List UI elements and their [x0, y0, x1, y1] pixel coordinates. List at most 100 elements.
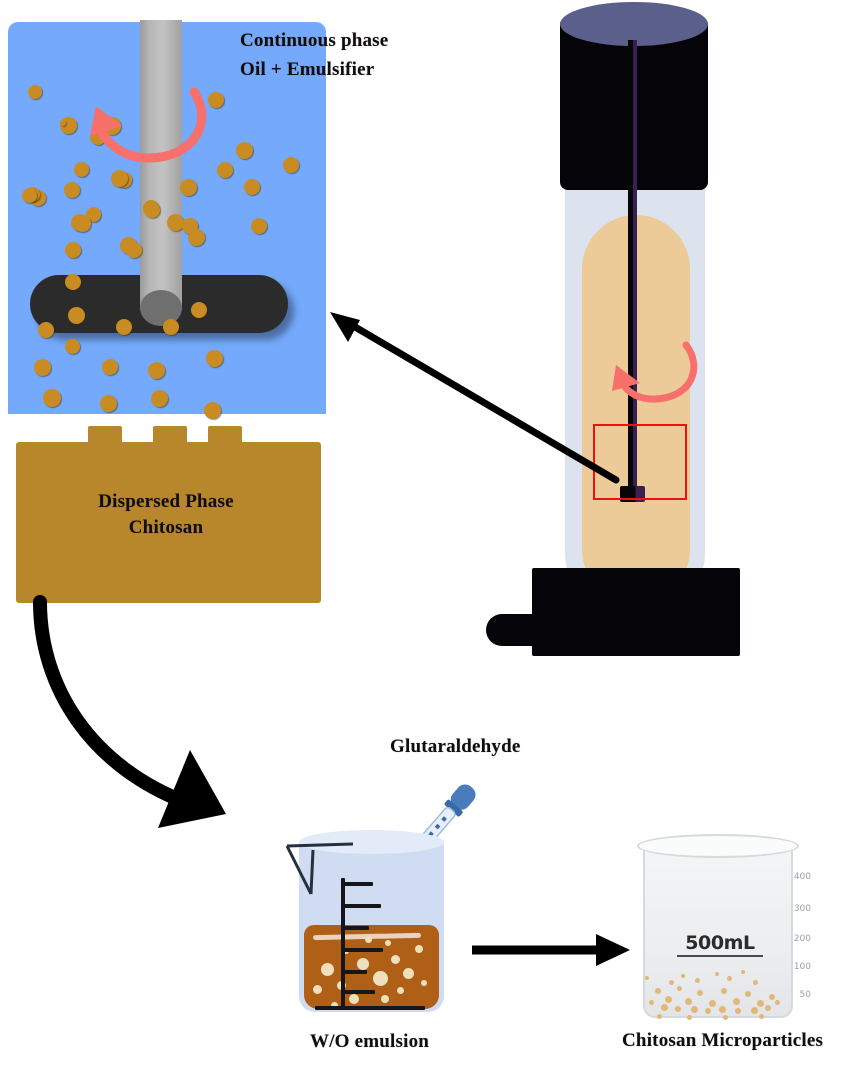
microparticle [751, 1007, 758, 1014]
microparticle [669, 980, 674, 985]
microparticle [719, 1006, 726, 1013]
process-flow-arrow-curved [33, 595, 226, 828]
dispersed-droplet [151, 390, 168, 407]
beaker-rim [637, 834, 799, 858]
homogenizer-shaft [628, 40, 637, 500]
emulsion-droplet [403, 968, 414, 979]
dispersed-droplet [22, 188, 37, 203]
continuous-phase-label-line1: Continuous phase [240, 30, 389, 51]
glutaraldehyde-label: Glutaraldehyde [390, 736, 521, 757]
dispersed-droplet [65, 274, 81, 290]
emulsion-droplet [321, 963, 334, 976]
microparticle [741, 970, 745, 974]
beaker-body [643, 842, 793, 1018]
emulsion-beaker [285, 830, 465, 1015]
dispersed-droplet [116, 319, 132, 335]
microparticle [691, 1006, 698, 1013]
beaker-spout [285, 842, 354, 895]
dispersed-droplet [188, 229, 205, 246]
microparticle [705, 1008, 711, 1014]
emulsion-caption: W/O emulsion [310, 1031, 430, 1052]
microparticle [645, 976, 649, 980]
volume-tick: 400 [793, 872, 811, 882]
microparticle [697, 990, 703, 996]
dispersed-droplet [100, 395, 117, 412]
graduation-stem [341, 878, 345, 1010]
rotation-arrow-icon [612, 341, 698, 403]
emulsion-droplet [349, 994, 359, 1004]
dispersed-droplet [126, 242, 142, 258]
dispersed-droplet [111, 170, 128, 187]
dispersed-droplet [102, 359, 118, 375]
emulsion-droplet [381, 995, 389, 1003]
microparticle [715, 972, 719, 976]
emulsion-droplet [373, 971, 388, 986]
dispersed-phase-label-line2: Chitosan [128, 517, 204, 538]
emulsion-droplet [415, 945, 423, 953]
graduation-mark [341, 926, 369, 930]
dispersed-droplet [144, 202, 160, 218]
emulsion-droplet [365, 936, 372, 943]
graduation-mark [341, 990, 375, 994]
microparticle [745, 991, 751, 997]
graduation-mark [341, 882, 373, 886]
microparticle [753, 980, 758, 985]
rotation-arrow-icon [90, 87, 207, 163]
process-flow-arrow-straight [472, 934, 630, 966]
dispersed-droplet [65, 339, 80, 354]
dispersed-droplet [244, 179, 260, 195]
microparticle [649, 1000, 654, 1005]
stir-bar-highlight-box [593, 424, 687, 500]
microparticle [759, 1014, 764, 1019]
stirrer-shaft [140, 20, 182, 310]
beaker-rim [299, 830, 444, 854]
dispersed-droplet [208, 92, 224, 108]
callout-arrow [330, 312, 620, 484]
microparticle [735, 1008, 741, 1014]
dispersed-droplet [68, 307, 85, 324]
microparticle [675, 1006, 681, 1012]
emulsion-droplet [357, 958, 369, 970]
dispersed-droplet [163, 319, 179, 335]
motor-cap-top [560, 2, 708, 46]
microparticle [765, 1005, 771, 1011]
microparticle [727, 976, 732, 981]
volume-label: 500mL [677, 932, 763, 957]
volume-tick: 300 [793, 904, 811, 914]
dispersed-droplet [38, 322, 54, 338]
dispersed-droplet [34, 359, 51, 376]
dispersed-droplet [167, 214, 184, 231]
microparticle [685, 998, 692, 1005]
microparticle [665, 996, 672, 1003]
dispersed-droplet [236, 142, 253, 159]
dispersed-droplet [43, 389, 61, 407]
dispersed-droplet [191, 302, 207, 318]
microparticle [709, 1000, 716, 1007]
microparticle [757, 1000, 764, 1007]
volume-tick: 50 [799, 990, 811, 1000]
reservoir-tab [208, 426, 242, 444]
homogenizer-apparatus [480, 0, 790, 680]
dispersed-droplet [64, 182, 80, 198]
microparticle [687, 1015, 692, 1020]
dispersed-phase-label-line1: Dispersed Phase [98, 491, 234, 512]
homogenizer-base-foot [486, 614, 546, 646]
emulsion-droplet [385, 940, 391, 946]
beaker-base-line [315, 1006, 425, 1010]
continuous-phase-label-line2: Oil + Emulsifier [240, 59, 375, 80]
dispersed-phase-region [16, 442, 321, 603]
volume-tick: 200 [793, 934, 811, 944]
dispersed-droplet [60, 120, 66, 126]
dispersed-droplet [148, 362, 165, 379]
graduation-mark [341, 948, 383, 952]
dispersed-droplet [217, 162, 233, 178]
microparticle [769, 994, 775, 1000]
graduation-mark [341, 904, 381, 908]
microparticle [677, 986, 682, 991]
microparticle [661, 1004, 668, 1011]
dispersed-droplet [28, 85, 42, 99]
product-beaker: 400 300 200 100 50 500mL [625, 828, 825, 1028]
emulsion-droplet [331, 1002, 338, 1009]
microparticle [695, 978, 700, 983]
